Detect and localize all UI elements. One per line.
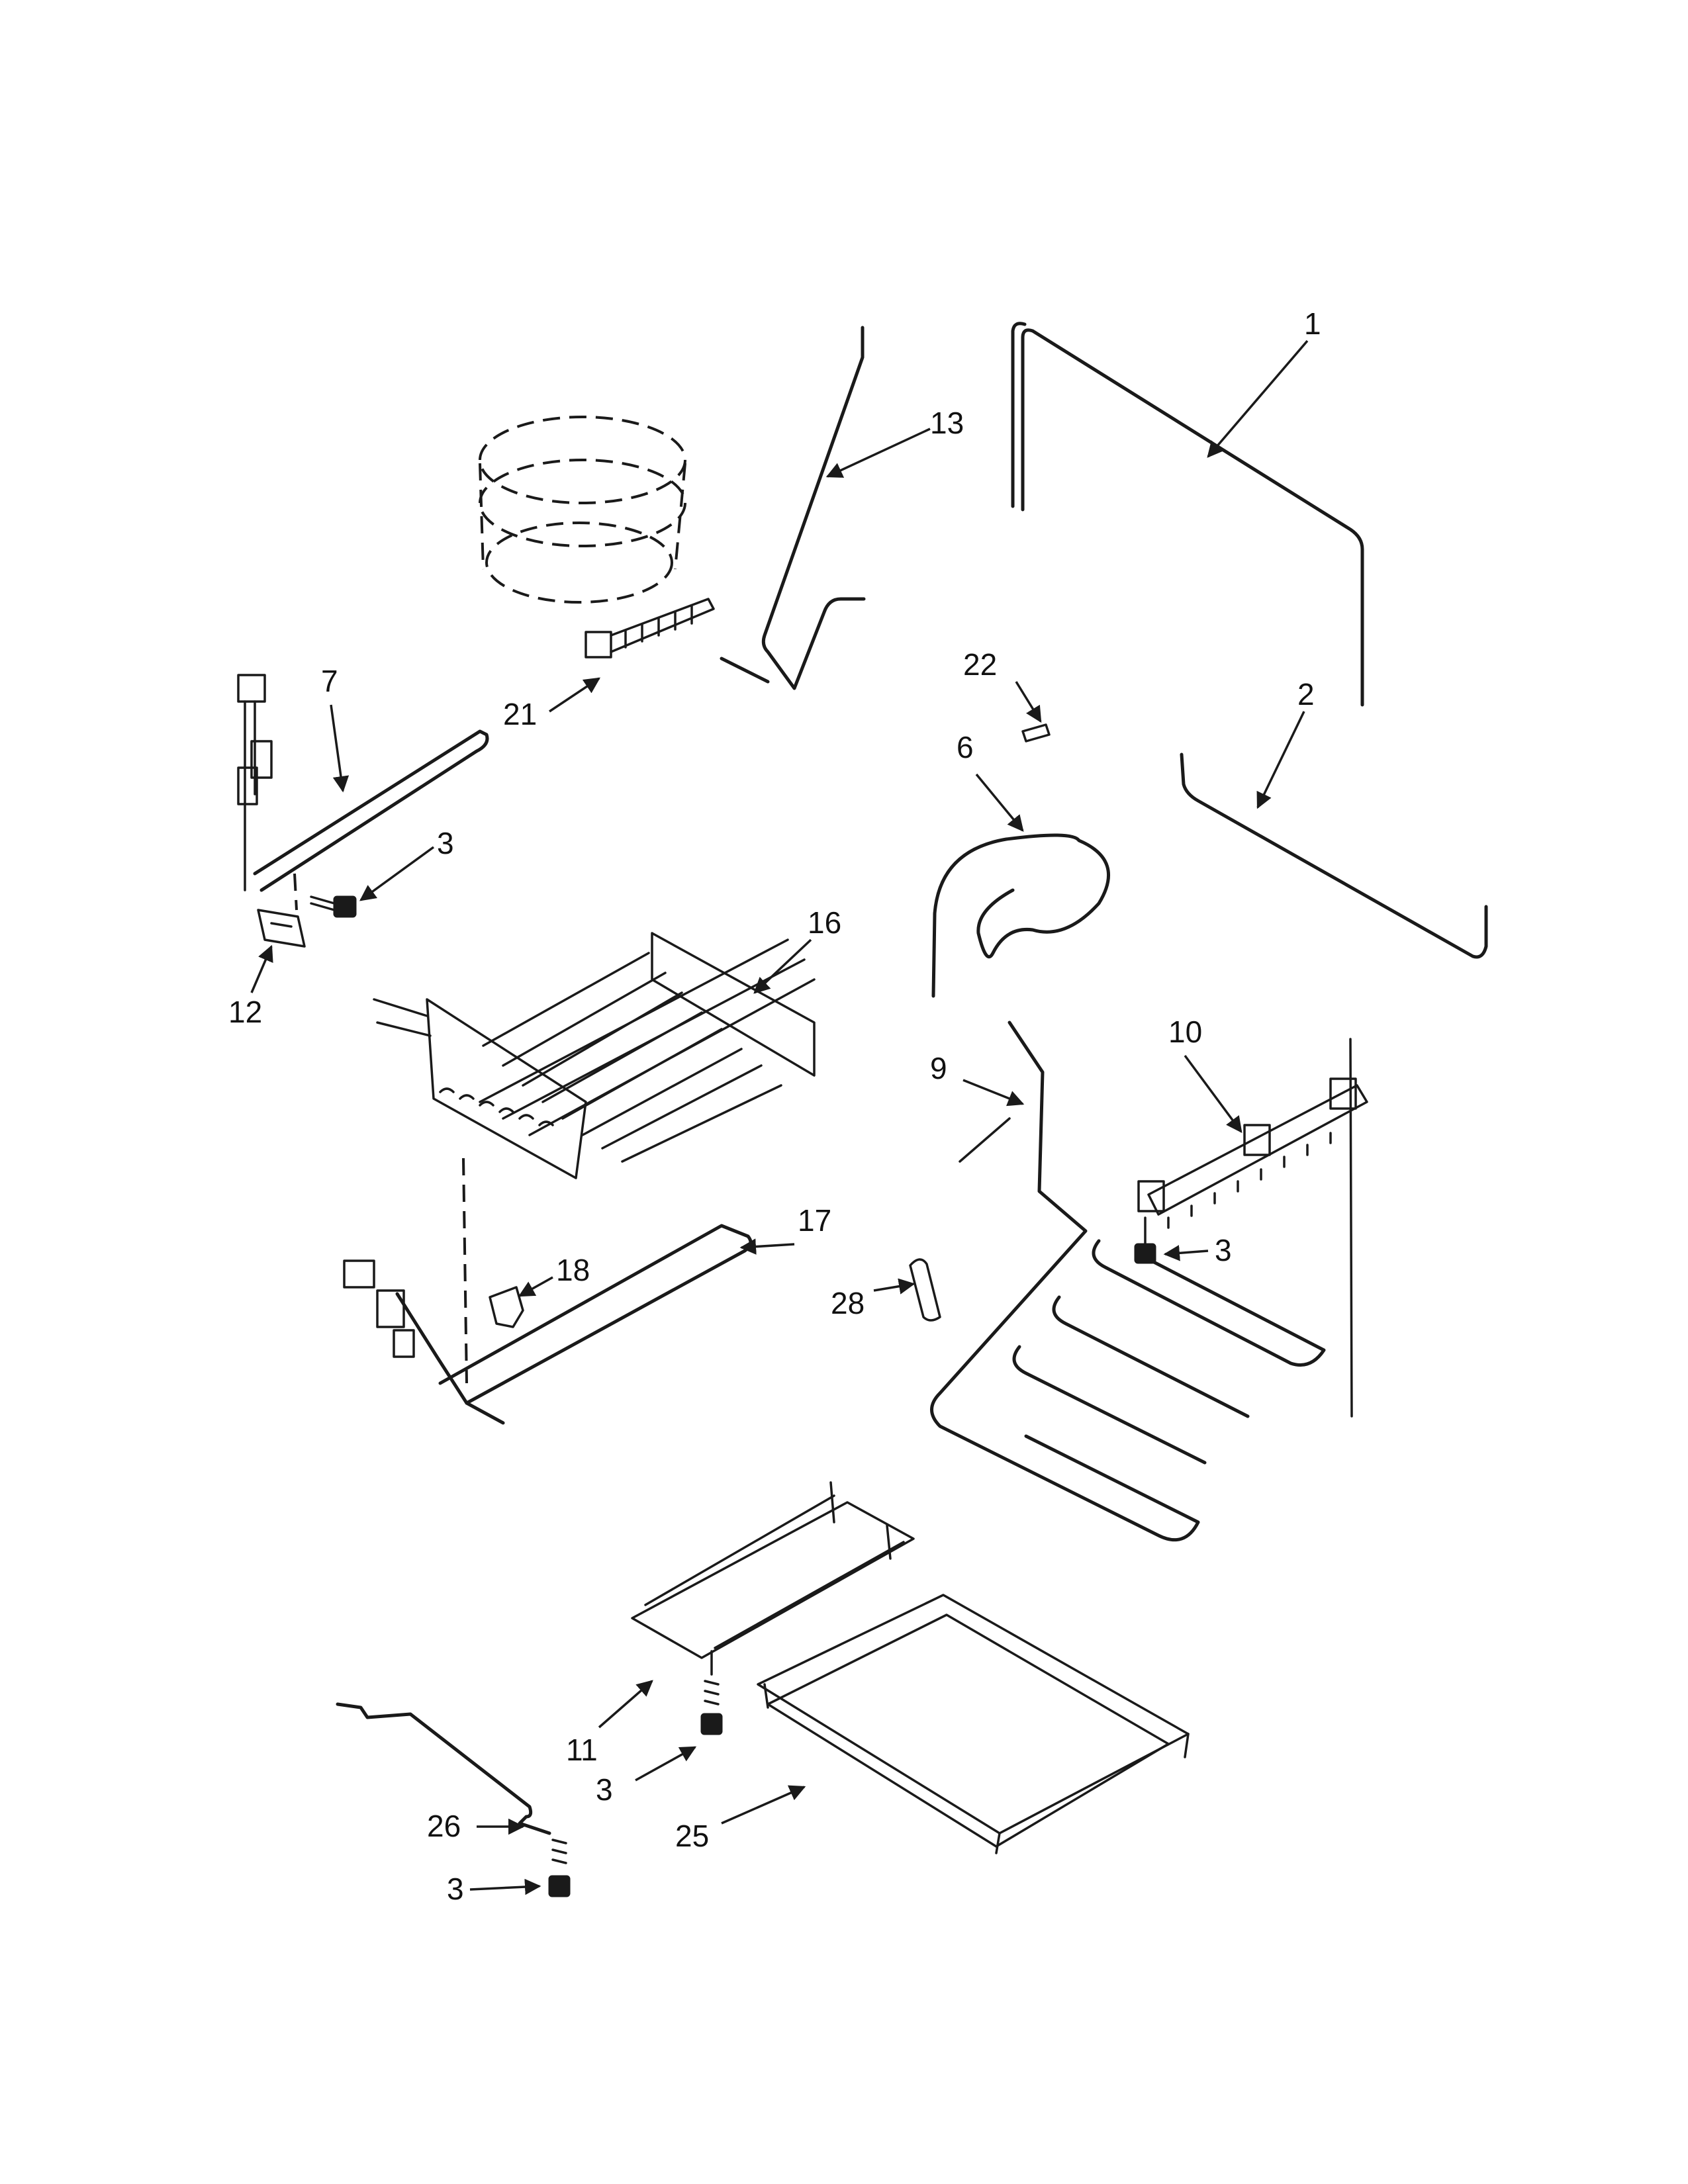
part-28-sleeve <box>909 1258 941 1322</box>
callout-6: 6 <box>957 730 974 764</box>
leader-lines <box>250 340 1309 1895</box>
callout-21: 21 <box>503 697 537 731</box>
callout-12: 12 <box>228 995 262 1029</box>
part-10-bracket <box>1137 1077 1368 1229</box>
callout-17: 17 <box>798 1203 831 1238</box>
callout-3: 3 <box>437 826 454 860</box>
callout-2: 2 <box>1297 677 1315 711</box>
part-2-tube <box>1180 752 1488 959</box>
callout-3: 3 <box>596 1772 613 1807</box>
callout-3: 3 <box>1215 1233 1232 1267</box>
screw-icon <box>310 895 357 918</box>
part-6-coil-tube <box>931 833 1110 998</box>
callout-18: 18 <box>556 1253 590 1287</box>
callout-11: 11 <box>566 1733 598 1767</box>
callout-labels: 1 2 3 3 3 3 6 7 9 10 11 12 13 16 17 18 2… <box>228 306 1321 1906</box>
callout-7: 7 <box>321 664 338 698</box>
callout-3: 3 <box>447 1872 464 1906</box>
callout-10: 10 <box>1168 1015 1202 1049</box>
callout-28: 28 <box>831 1286 865 1320</box>
screw-icon <box>548 1839 571 1897</box>
part-21-cable-tie <box>585 598 715 659</box>
part-17-heater-loop <box>343 1158 753 1425</box>
part-1-tube <box>1011 322 1364 707</box>
part-12-bracket <box>257 873 306 948</box>
part-9-drain-heater <box>930 1021 1353 1542</box>
screw-icon <box>1134 1216 1156 1264</box>
callout-1: 1 <box>1304 306 1321 341</box>
part-7-defrost-heater <box>237 674 489 892</box>
callout-16: 16 <box>808 905 841 940</box>
part-18-clip <box>489 1286 524 1328</box>
part-16-evaporator <box>373 932 816 1179</box>
callout-25: 25 <box>675 1819 709 1853</box>
compressor-dashed-outline <box>479 416 686 604</box>
callout-9: 9 <box>930 1051 947 1085</box>
callout-26: 26 <box>427 1809 461 1843</box>
callout-13: 13 <box>930 406 964 440</box>
evaporator-tube-ends <box>439 1087 554 1126</box>
part-26-wire-bracket <box>336 1702 551 1835</box>
callout-22: 22 <box>963 647 997 682</box>
part-25-drip-tray <box>757 1594 1190 1854</box>
screw-icon <box>700 1650 723 1735</box>
part-11-trough <box>631 1481 915 1659</box>
part-22-clip <box>1021 723 1051 743</box>
part-13-tube <box>720 326 866 690</box>
